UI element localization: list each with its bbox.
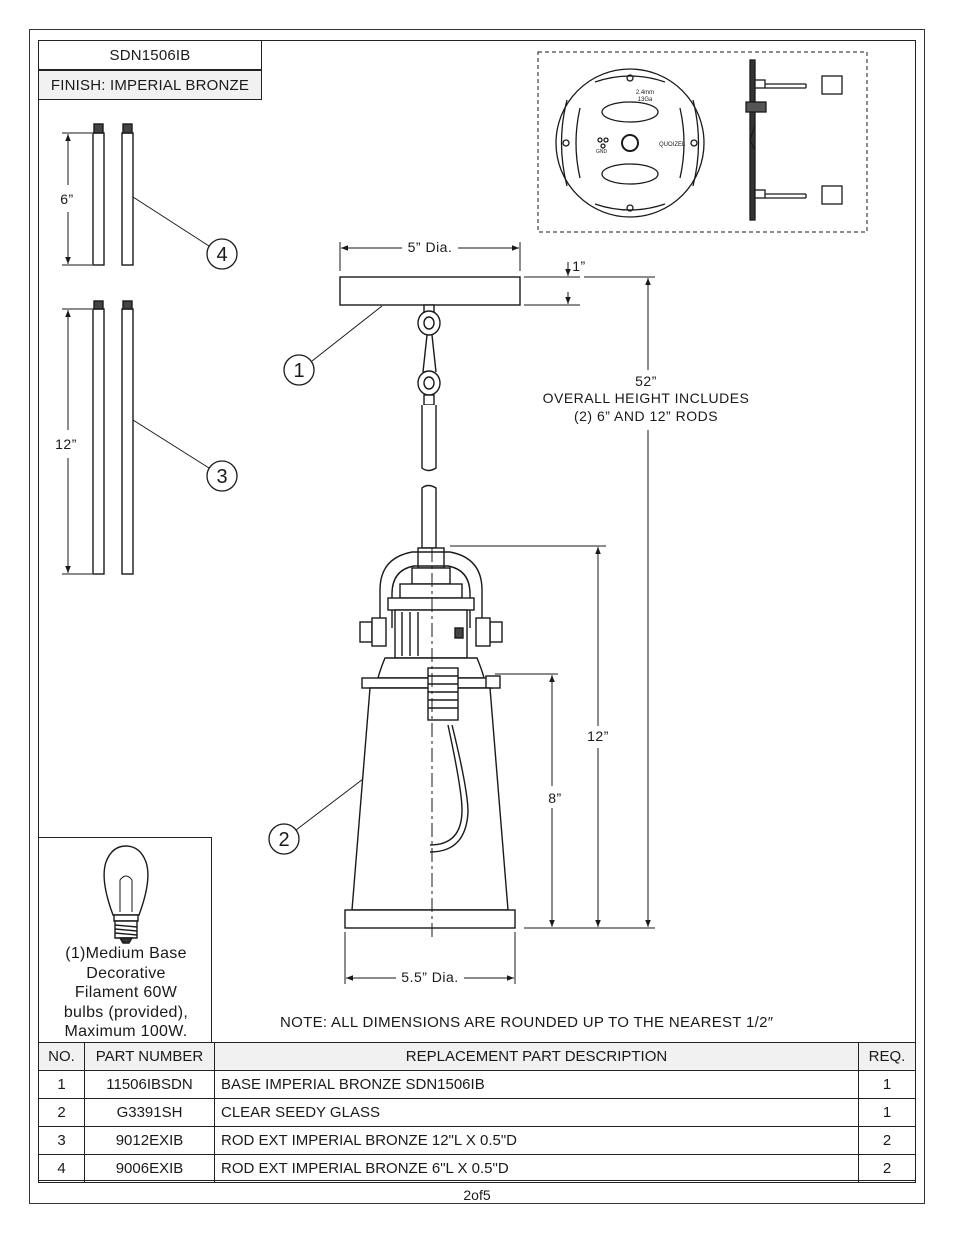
rod-short-dimension: 6” <box>60 191 73 207</box>
bulb-line-5: Maximum 100W. <box>64 1023 188 1040</box>
callout-1: 1 <box>283 354 315 386</box>
bulb-line-2: Decorative <box>86 964 166 982</box>
row-req: 2 <box>858 1126 916 1155</box>
row-part-number: 9006EXIB <box>84 1154 215 1183</box>
col-no: NO. <box>38 1042 85 1071</box>
callout-1-label: 1 <box>293 360 304 382</box>
fixture-dimension-lines <box>344 545 606 984</box>
row-req: 1 <box>858 1098 916 1127</box>
callout-4: 4 <box>206 238 238 270</box>
plate-mark-1: 2.4mm <box>636 90 654 96</box>
plate-mark-2: 13Ga <box>638 97 653 103</box>
page-frame <box>29 29 925 1204</box>
chain-and-stem <box>417 304 441 549</box>
row-no: 3 <box>38 1126 85 1155</box>
fixture-height: 12” <box>587 728 609 744</box>
page-number: 2of5 <box>463 1187 491 1203</box>
canopy-dimensions <box>339 242 655 929</box>
col-req: REQ. <box>858 1042 916 1071</box>
bulb-info-box: (1)Medium Base Decorative Filament 60W b… <box>38 837 212 1043</box>
table-header-row: NO. PART NUMBER REPLACEMENT PART DESCRIP… <box>38 1042 916 1071</box>
mounting-plate-side <box>745 59 843 221</box>
bulb-line-1: (1)Medium Base <box>65 945 187 962</box>
rod-long-dimension: 12” <box>55 436 77 452</box>
dimensions-note: NOTE: ALL DIMENSIONS ARE ROUNDED UP TO T… <box>280 1014 774 1031</box>
canopy-height: 1” <box>572 258 585 274</box>
col-part-number: PART NUMBER <box>84 1042 215 1071</box>
row-no: 1 <box>38 1070 85 1099</box>
pendant-fixture <box>344 547 516 929</box>
model-number: SDN1506IB <box>38 40 262 70</box>
table-row: 2 G3391SH CLEAR SEEDY GLASS 1 <box>38 1098 916 1127</box>
bulb-description: (1)Medium Base Decorative Filament 60W b… <box>39 944 213 1042</box>
mounting-detail-frame <box>537 51 868 233</box>
row-no: 4 <box>38 1154 85 1183</box>
bulb-line-3: Filament 60W <box>74 984 178 1001</box>
row-description: CLEAR SEEDY GLASS <box>214 1098 859 1127</box>
rod-6in-pair <box>92 123 134 266</box>
canopy-diameter: 5” Dia. <box>408 239 453 255</box>
shade-diameter: 5.5” Dia. <box>401 969 458 985</box>
row-part-number: G3391SH <box>84 1098 215 1127</box>
row-req: 2 <box>858 1154 916 1183</box>
callout-3-label: 3 <box>216 466 227 488</box>
callout-leaders <box>132 196 383 831</box>
row-part-number: 9012EXIB <box>84 1126 215 1155</box>
mounting-plate-front <box>555 68 705 218</box>
rod-12in-pair <box>92 300 134 575</box>
callout-4-label: 4 <box>216 244 227 266</box>
canopy <box>339 276 521 306</box>
row-description: ROD EXT IMPERIAL BRONZE 12"L X 0.5"D <box>214 1126 859 1155</box>
table-row: 4 9006EXIB ROD EXT IMPERIAL BRONZE 6"L X… <box>38 1154 916 1183</box>
callout-2-label: 2 <box>278 829 289 851</box>
row-no: 2 <box>38 1098 85 1127</box>
table-row: 3 9012EXIB ROD EXT IMPERIAL BRONZE 12"L … <box>38 1126 916 1155</box>
overall-height-note-1: OVERALL HEIGHT INCLUDES <box>543 390 750 406</box>
callout-2: 2 <box>268 823 300 855</box>
row-req: 1 <box>858 1070 916 1099</box>
row-description: BASE IMPERIAL BRONZE SDN1506IB <box>214 1070 859 1099</box>
finish-label: FINISH: IMPERIAL BRONZE <box>38 70 262 100</box>
shade-height: 8” <box>548 790 561 806</box>
rod-dimension-lines <box>62 132 92 575</box>
plate-gnd: GND <box>596 149 608 155</box>
bulb-line-4: bulbs (provided), <box>63 1003 189 1021</box>
plate-brand: QUOIZEL <box>659 142 686 148</box>
row-description: ROD EXT IMPERIAL BRONZE 6"L X 0.5"D <box>214 1154 859 1183</box>
overall-height: 52” <box>635 373 657 389</box>
parts-table: NO. PART NUMBER REPLACEMENT PART DESCRIP… <box>38 1042 916 1183</box>
table-row: 1 11506IBSDN BASE IMPERIAL BRONZE SDN150… <box>38 1070 916 1099</box>
overall-height-note-2: (2) 6” AND 12” RODS <box>574 408 718 424</box>
row-part-number: 11506IBSDN <box>84 1070 215 1099</box>
col-description: REPLACEMENT PART DESCRIPTION <box>214 1042 859 1071</box>
filament-bulb-icon <box>103 845 149 944</box>
callout-3: 3 <box>206 460 238 492</box>
